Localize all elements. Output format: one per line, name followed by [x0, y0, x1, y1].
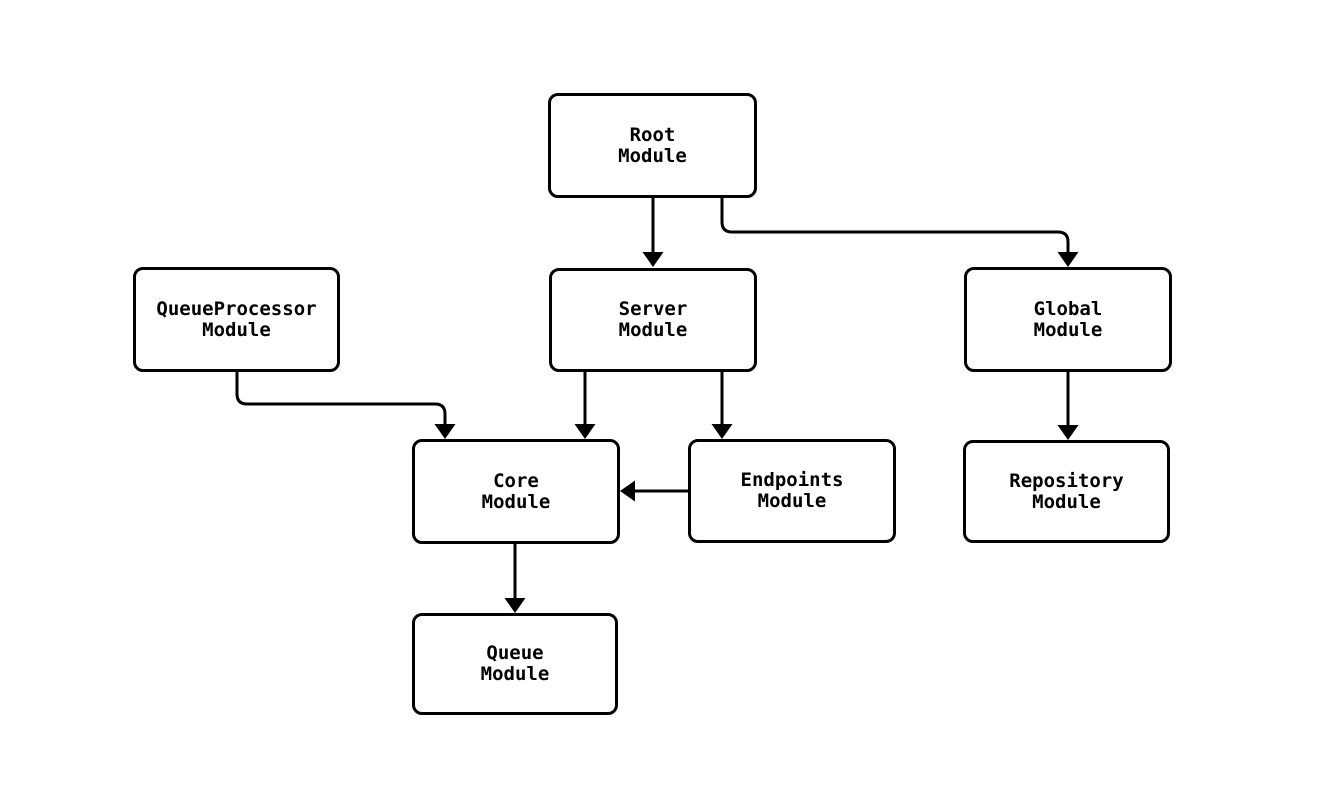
- edge-queueprocessor-to-core: [235, 372, 456, 439]
- edge-root-to-global: [720, 198, 1079, 267]
- node-global-module: Global Module: [964, 267, 1172, 372]
- node-label-global: Global Module: [1033, 297, 1103, 341]
- node-root-module: Root Module: [548, 93, 757, 198]
- edge-core-to-queue: [504, 544, 526, 613]
- node-core-module: Core Module: [412, 439, 620, 544]
- node-label-server: Server Module: [618, 298, 688, 341]
- edge-endpoints-to-core: [620, 480, 688, 502]
- node-label-queue: Queue Module: [480, 642, 550, 685]
- node-server-module: Server Module: [549, 268, 757, 372]
- node-label-repository: Repository Module: [1009, 469, 1124, 513]
- edge-global-to-repository: [1057, 372, 1079, 440]
- arrowhead-server-to-endpoints: [711, 424, 733, 439]
- arrowhead-global-to-repository: [1057, 425, 1079, 440]
- node-endpoints-module: Endpoints Module: [688, 439, 896, 543]
- node-label-core: Core Module: [481, 469, 551, 513]
- arrowhead-server-to-core: [574, 424, 596, 439]
- node-queueprocessor-module: QueueProcessor Module: [133, 267, 340, 372]
- arrowhead-queueprocessor-to-core: [434, 424, 456, 439]
- edge-server-to-core: [574, 372, 596, 439]
- arrowhead-endpoints-to-core: [620, 480, 635, 502]
- node-label-queueprocessor: QueueProcessor Module: [156, 297, 317, 341]
- node-repository-module: Repository Module: [963, 440, 1170, 543]
- arrowhead-root-to-server: [642, 252, 664, 267]
- node-queue-module: Queue Module: [412, 613, 618, 715]
- arrowhead-core-to-queue: [504, 598, 526, 613]
- edge-server-to-endpoints: [711, 372, 733, 439]
- node-label-root: Root Module: [618, 123, 687, 167]
- edge-root-to-server: [642, 198, 664, 267]
- node-label-endpoints: Endpoints Module: [740, 469, 844, 512]
- arrowhead-root-to-global: [1057, 252, 1079, 267]
